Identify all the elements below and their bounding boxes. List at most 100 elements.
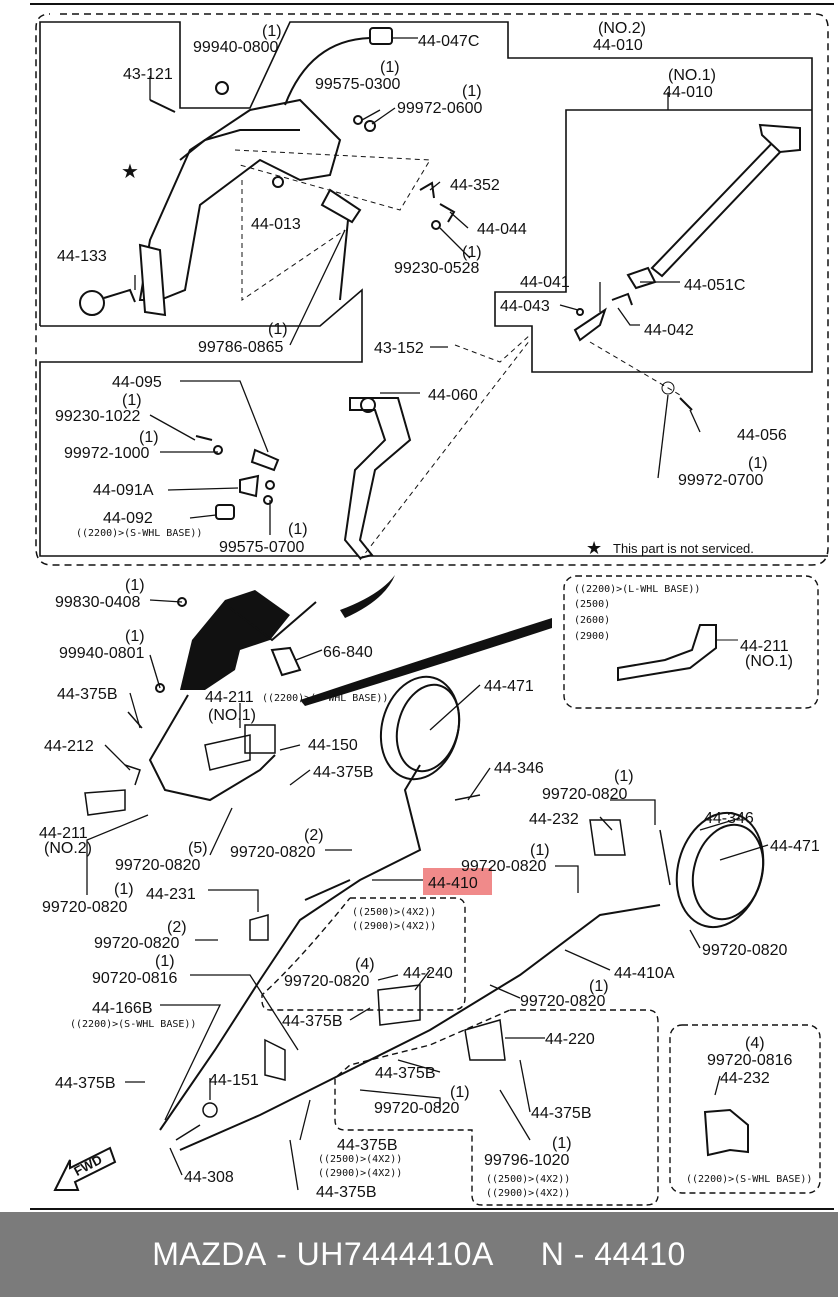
part-label: (1) [614, 768, 634, 785]
part-label: (4) [355, 956, 375, 973]
part-label: (1) [380, 59, 400, 76]
part-label: 99830-0408 [55, 594, 141, 611]
part-label: 44-091A [93, 482, 154, 499]
parts-diagram: (1) 99940-0800 44-047C (NO.2) 44-010 43-… [30, 3, 834, 1210]
part-label: 44-231 [146, 886, 196, 903]
part-label: ((2500)>(4X2)) [486, 1174, 570, 1185]
part-label: ((2500)>(4X2)) [318, 1154, 402, 1165]
star-icon: ★ [121, 161, 139, 183]
part-label: (1) [139, 429, 159, 446]
part-label: (2900) [574, 631, 610, 642]
part-label: (1) [268, 321, 288, 338]
part-label: 44-346 [494, 760, 544, 777]
part-label: 44-212 [44, 738, 94, 755]
part-number: UH7444410A [296, 1236, 494, 1272]
part-label: 44-352 [450, 177, 500, 194]
part-label: 44-220 [545, 1031, 595, 1048]
brake-drum-right [675, 811, 765, 929]
part-label: 44-308 [184, 1169, 234, 1186]
part-label: 99575-0700 [219, 539, 305, 556]
part-label: (1) [450, 1084, 470, 1101]
part-label: 99720-0820 [461, 858, 547, 875]
highlight-44-410 [423, 868, 492, 895]
part-label: 44-375B [55, 1075, 116, 1092]
part-label: (1) [589, 978, 609, 995]
part-label: 99940-0800 [193, 39, 279, 56]
part-label: 44-375B [337, 1137, 398, 1154]
part-label: 44-051C [684, 277, 745, 294]
part-label: 66-840 [323, 644, 373, 661]
part-label: 44-060 [428, 387, 478, 404]
part-label: 44-166B [92, 1000, 153, 1017]
fwd-arrow-icon [53, 1146, 117, 1191]
part-label: 44-240 [403, 965, 453, 982]
part-label: 44-092 [103, 510, 153, 527]
part-label: (NO.2) [598, 20, 646, 37]
part-label: 44-010 [593, 37, 643, 54]
part-label: 44-211 [205, 689, 254, 706]
body-silhouette [180, 575, 552, 706]
part-label: ((2200)>(S-WHL BASE)) [76, 528, 202, 539]
part-label: 99720-0820 [42, 899, 128, 916]
part-label: 99230-1022 [55, 408, 141, 425]
part-label: 44-041 [520, 274, 570, 291]
part-label: (1) [530, 842, 550, 859]
part-label: (2) [304, 827, 324, 844]
part-label: 99720-0820 [542, 786, 628, 803]
part-label: (1) [288, 521, 308, 538]
part-label: 44-211 [740, 638, 789, 655]
part-label: 99972-0600 [397, 100, 483, 117]
part-label: (1) [155, 953, 175, 970]
part-label: 99720-0820 [284, 973, 370, 990]
part-label: 99720-0820 [520, 993, 606, 1010]
part-label: 44-232 [529, 811, 579, 828]
part-label: ((2200)>(S-WHL BASE)) [262, 693, 388, 704]
part-label: 44-232 [720, 1070, 770, 1087]
part-label: 44-010 [663, 84, 713, 101]
part-label: 99940-0801 [59, 645, 145, 662]
star-icon: ★ [586, 538, 602, 558]
part-label: 44-042 [644, 322, 694, 339]
part-label: (1) [122, 392, 142, 409]
part-label: 99720-0820 [374, 1100, 460, 1117]
part-label: 44-043 [500, 298, 550, 315]
part-label: 99575-0300 [315, 76, 401, 93]
part-label: (5) [188, 840, 208, 857]
part-label: 44-013 [251, 216, 301, 233]
part-label: 44-133 [57, 248, 107, 265]
part-label: 44-471 [770, 838, 820, 855]
part-label: 44-095 [112, 374, 162, 391]
part-footer-bar: MAZDA - UH7444410A N - 44410 [0, 1212, 838, 1297]
part-label: 44-346 [704, 810, 754, 827]
part-label: 44-211 [39, 825, 88, 842]
part-label: (NO.1) [668, 67, 716, 84]
part-label: 99230-0528 [394, 260, 480, 277]
part-label: 44-375B [313, 764, 374, 781]
brand-label: MAZDA [152, 1236, 267, 1272]
part-label: (1) [262, 23, 282, 40]
upper-assembly-boundary [35, 13, 829, 566]
part-label: (1) [114, 881, 134, 898]
part-label: ((2900)>(4X2)) [318, 1168, 402, 1179]
part-label: 90720-0816 [92, 970, 178, 987]
part-label: 99720-0820 [230, 844, 316, 861]
part-label: ((2200)>(S-WHL BASE)) [70, 1019, 196, 1030]
part-label: 44-056 [737, 427, 787, 444]
part-label: 99720-0820 [702, 942, 788, 959]
part-label: ((2500)>(4X2)) [352, 907, 436, 918]
pedal-arm-drawing [343, 397, 412, 560]
part-label: (2600) [574, 615, 610, 626]
part-label: 99972-0700 [678, 472, 764, 489]
part-label: 99796-1020 [484, 1152, 570, 1169]
part-label: ((2200)>(L-WHL BASE)) [574, 584, 700, 595]
not-serviced-note: This part is not serviced. [613, 541, 754, 556]
part-label: 43-121 [123, 66, 173, 83]
part-label: ((2900)>(4X2)) [352, 921, 436, 932]
spacer [494, 1236, 541, 1273]
part-label: 44-410A [614, 965, 675, 982]
part-labels: (1) 99940-0800 44-047C (NO.2) 44-010 43-… [39, 20, 820, 1201]
part-label: 44-375B [282, 1013, 343, 1030]
part-label: 44-471 [484, 678, 534, 695]
option-box-44-220 [334, 1009, 659, 1206]
part-label: (1) [748, 455, 768, 472]
